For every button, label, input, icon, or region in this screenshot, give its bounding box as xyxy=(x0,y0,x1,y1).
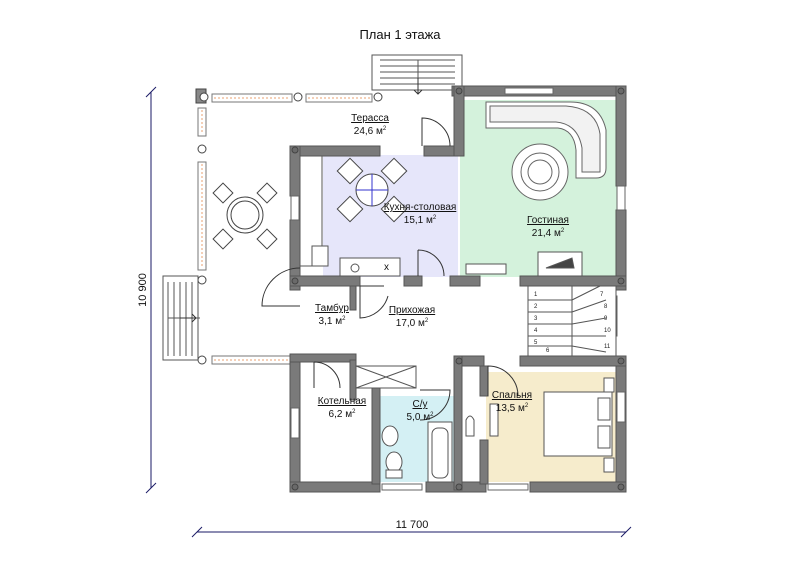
stair-step-number: 6 xyxy=(546,348,550,354)
bed xyxy=(543,377,615,473)
sofa xyxy=(485,101,607,179)
room-area-boiler: 6,2 м2 xyxy=(329,409,357,420)
stair-step-number: 10 xyxy=(604,328,611,334)
doors xyxy=(261,117,519,421)
stair-step-number: 5 xyxy=(534,340,538,346)
room-area-bedroom: 13,5 м2 xyxy=(496,403,529,414)
kitchen-units xyxy=(299,155,401,277)
hall-box xyxy=(355,365,417,389)
stair-step-number: 3 xyxy=(534,316,538,322)
fireplace xyxy=(465,251,583,277)
height-dimension-label: 10 900 xyxy=(137,273,149,307)
room-area-hall: 17,0 м2 xyxy=(396,318,429,329)
stair-numbers: 1 2 3 4 5 6 78 9 10 11 xyxy=(534,292,611,354)
room-area-living: 21,4 м2 xyxy=(532,228,565,239)
room-area-tambour: 3,1 м2 xyxy=(319,316,347,327)
terrace-table xyxy=(212,182,278,250)
room-name-terrace: Терасса xyxy=(351,113,389,124)
kitchen-table xyxy=(336,157,408,223)
stair-step-number: 8 xyxy=(604,304,608,310)
wardrobe xyxy=(489,403,499,437)
staircase xyxy=(527,285,617,357)
width-dimension-label: 11 700 xyxy=(396,519,429,531)
walls xyxy=(289,85,627,493)
stair-step-number: 2 xyxy=(534,304,538,310)
stair-step-number: 9 xyxy=(604,316,608,322)
stair-step-number: 1 xyxy=(534,292,538,298)
room-name-bedroom: Спальня xyxy=(492,390,532,401)
top-steps xyxy=(371,54,463,92)
room-area-kitchen: 15,1 м2 xyxy=(404,215,437,226)
log-ends xyxy=(291,87,625,491)
room-name-hall: Прихожая xyxy=(389,305,435,316)
round-table xyxy=(511,143,569,201)
stair-step-number: 7 xyxy=(600,292,604,298)
room-area-terrace: 24,6 м2 xyxy=(354,126,387,137)
bath-fixtures xyxy=(381,415,475,483)
stair-step-number: 4 xyxy=(534,328,538,334)
room-name-tambour: Тамбур xyxy=(315,302,349,314)
room-name-kitchen: Кухня-столовая xyxy=(384,202,457,213)
room-labels: Терасса 24,6 м2 Кухня-столовая 15,1 м2 Гости… xyxy=(315,113,569,423)
room-name-wc: С/у xyxy=(413,399,428,410)
height-dimension xyxy=(145,86,157,494)
stove-mark: x xyxy=(384,262,389,273)
room-area-wc: 5,0 м2 xyxy=(407,412,435,423)
stair-step-number: 11 xyxy=(604,344,611,350)
room-name-boiler: Котельная xyxy=(318,396,366,407)
entry-arrows xyxy=(180,78,423,323)
width-dimension xyxy=(191,526,632,538)
plan-title: План 1 этажа xyxy=(359,27,441,42)
room-name-living: Гостиная xyxy=(527,215,569,226)
